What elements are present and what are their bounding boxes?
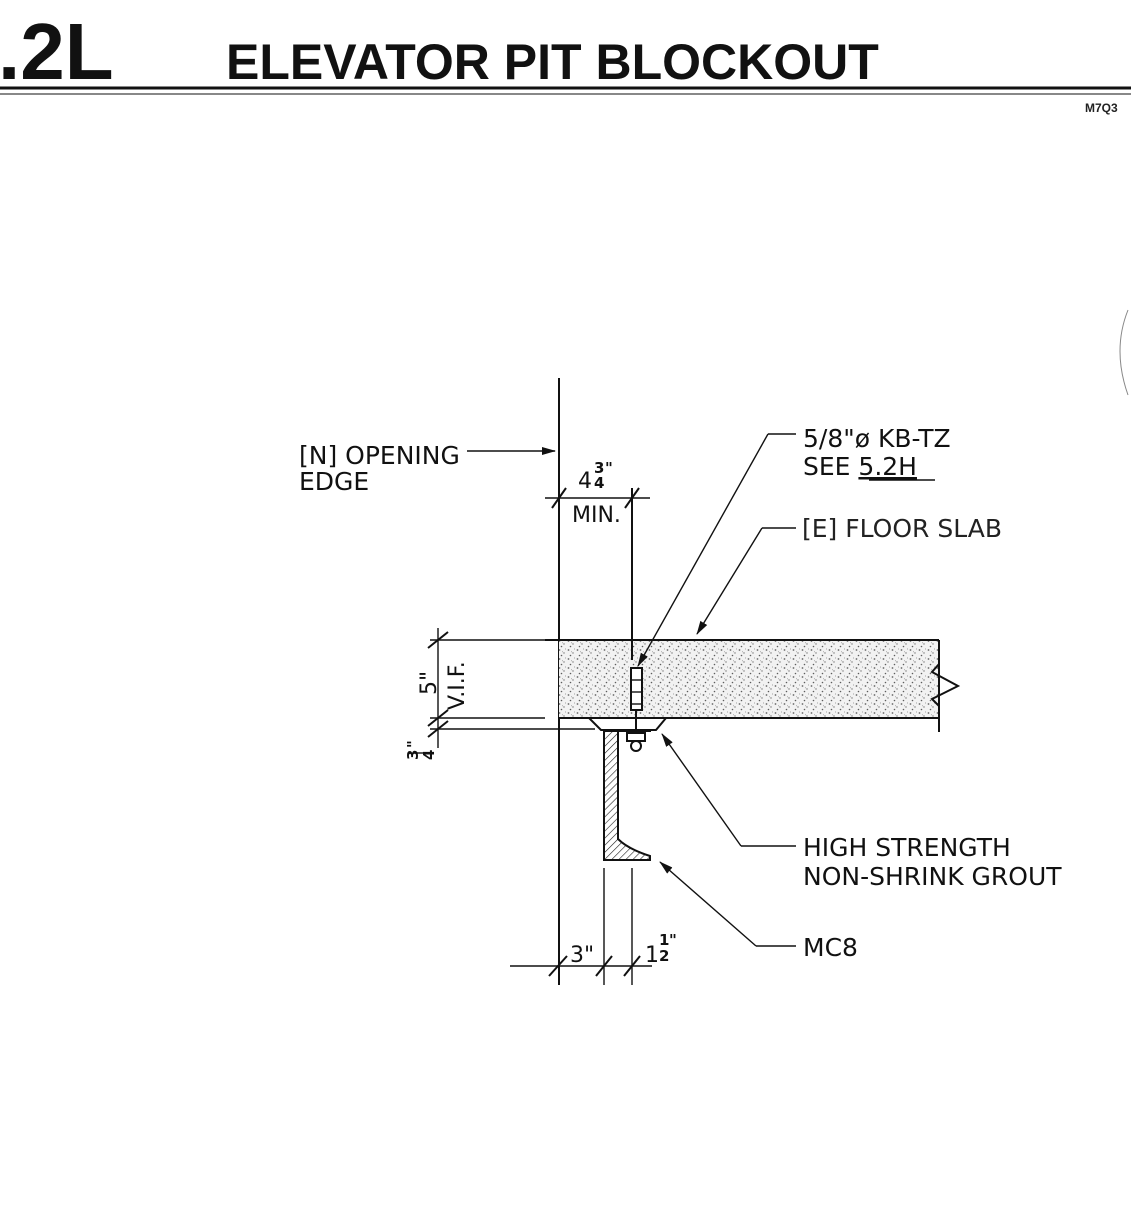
slab-vif: V.I.F. — [445, 661, 470, 710]
margin-arc — [1119, 309, 1129, 396]
grout-num: 3 — [404, 750, 422, 760]
flange-num: 1 — [659, 931, 669, 949]
title-block: .2L ELEVATOR PIT BLOCKOUT M7Q3 — [0, 7, 1131, 115]
anchor-see: SEE — [803, 452, 858, 481]
grout-label: HIGH STRENGTH — [803, 833, 1011, 862]
floor-slab-label: [E] FLOOR SLAB — [802, 514, 1002, 543]
detail-title: ELEVATOR PIT BLOCKOUT — [226, 34, 879, 90]
detail-number: .2L — [0, 7, 114, 96]
channel-label: MC8 — [803, 933, 858, 962]
grout-label-2: NON-SHRINK GROUT — [803, 862, 1062, 891]
leader-lines — [467, 433, 796, 947]
flange-whole: 1 — [645, 943, 659, 968]
floor-slab — [545, 639, 961, 732]
callout-anchor: 5/8"ø KB-TZ SEE 5.2H — [803, 424, 951, 481]
edge-dist-num: 3 — [594, 459, 604, 477]
break-line — [930, 663, 961, 707]
dim-slab-thickness: 5" V.I.F. — [417, 661, 470, 710]
anchor-bolt — [626, 667, 646, 752]
grout-unit: " — [404, 740, 422, 748]
edge-dist-den: 4 — [594, 474, 604, 492]
anchor-see-ref: SEE 5.2H — [803, 452, 917, 481]
grout-den: 4 — [420, 750, 438, 760]
opening-edge-label-2: EDGE — [299, 467, 369, 496]
dim-edge-distance: 4 3 4 " MIN. — [572, 459, 621, 528]
flange-den: 2 — [659, 947, 669, 965]
edge-dist-min: MIN. — [572, 503, 621, 528]
anchor-ref-link[interactable]: 5.2H — [858, 452, 917, 481]
edge-dist-unit: " — [605, 459, 613, 477]
dimension-lines — [427, 487, 652, 985]
callout-opening-edge: [N] OPENING EDGE — [299, 441, 460, 496]
dim-channel-offset: 3" 1 1 2 " — [570, 931, 677, 968]
channel-offset: 3" — [570, 943, 594, 968]
grout-wedge — [586, 717, 669, 731]
edge-dist-whole: 4 — [578, 469, 592, 494]
flange-unit: " — [669, 931, 677, 949]
anchor-spec: 5/8"ø KB-TZ — [803, 424, 951, 453]
opening-edge-label: [N] OPENING — [299, 441, 460, 470]
callout-grout: HIGH STRENGTH NON-SHRINK GROUT — [803, 833, 1062, 891]
slab-thickness: 5" — [417, 671, 442, 695]
dim-grout-thickness: 3 4 " — [404, 740, 438, 760]
mc8-channel — [586, 717, 669, 861]
sheet-code: M7Q3 — [1085, 101, 1118, 115]
